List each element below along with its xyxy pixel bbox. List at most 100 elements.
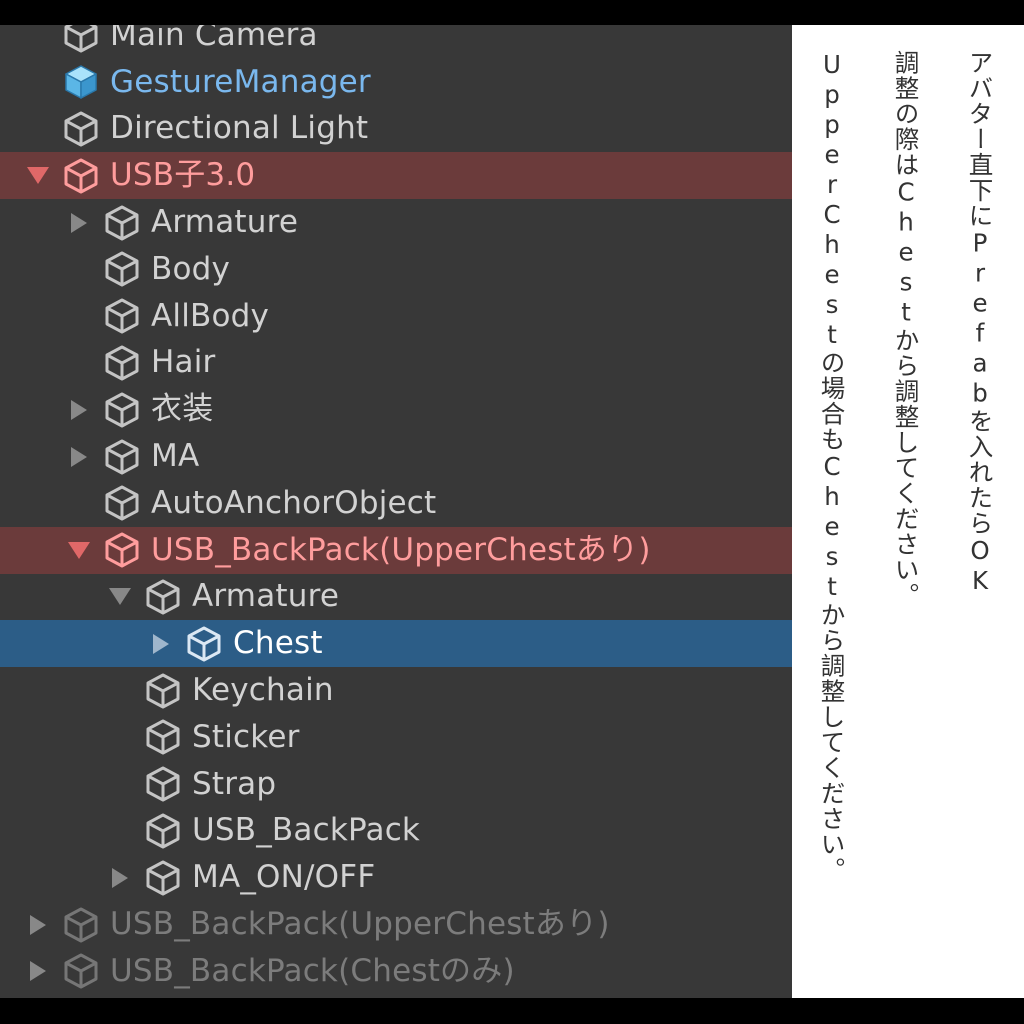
foldout-toggle [66,301,92,331]
hierarchy-row-keychain[interactable]: Keychain [0,667,792,714]
hierarchy-row-label: USB_BackPack(UpperChestあり) [110,906,610,943]
hierarchy-row-label: Armature [151,204,299,241]
gameobject-cube-icon [105,485,139,521]
triangle-down-icon[interactable] [27,167,49,185]
hierarchy-row-ma[interactable]: MA [0,433,792,480]
triangle-right-icon[interactable] [71,446,87,467]
triangle-right-icon[interactable] [30,914,46,935]
hierarchy-row-body[interactable]: Body [0,246,792,293]
gameobject-cube-icon [105,298,139,334]
gameobject-cube-icon [146,719,180,755]
hierarchy-row-label: Hair [151,344,216,381]
hierarchy-row-sticker[interactable]: Sticker [0,714,792,761]
gameobject-cube-icon [64,953,98,989]
hierarchy-row-main-camera[interactable]: Main Camera [0,25,792,59]
foldout-toggle[interactable] [66,442,92,472]
hierarchy-row-label: MA [151,438,200,475]
triangle-right-icon[interactable] [30,961,46,982]
foldout-toggle [107,769,133,799]
hierarchy-row-label: MA_ON/OFF [192,859,376,896]
hierarchy-row-directional-light[interactable]: Directional Light [0,106,792,153]
hierarchy-row-armature[interactable]: Armature [0,199,792,246]
gameobject-cube-icon [64,25,98,53]
hierarchy-row-label: Chest [233,625,323,662]
triangle-right-icon[interactable] [153,633,169,654]
gameobject-cube-icon [187,626,221,662]
gameobject-cube-icon [64,111,98,147]
foldout-toggle[interactable] [107,863,133,893]
gameobject-cube-icon [105,392,139,428]
hierarchy-row-label: AllBody [151,297,270,334]
foldout-toggle[interactable] [66,208,92,238]
hierarchy-row-usb-backpack-chest[interactable]: USB_BackPack(Chestのみ) [0,948,792,995]
gameobject-cube-icon [105,439,139,475]
hierarchy-row-label: USB_BackPack(UpperChestあり) [151,531,651,568]
note-line-1: アバター直下にPrefabを入れたらOK [965,50,995,596]
hierarchy-row-label: USB_BackPack [192,812,421,849]
hierarchy-row-usb-3-0[interactable]: USB子3.0 [0,152,792,200]
hierarchy-row-label: Sticker [192,718,300,755]
hierarchy-row-label: Body [151,250,231,287]
triangle-right-icon[interactable] [71,212,87,233]
top-letterbox-bar [0,0,1024,25]
hierarchy-row-label: Strap [192,765,277,802]
hierarchy-row-label: GestureManager [110,63,371,100]
gameobject-cube-icon [105,345,139,381]
foldout-toggle[interactable] [66,535,92,565]
foldout-toggle [66,254,92,284]
gameobject-cube-icon [146,860,180,896]
hierarchy-row-gesturemanager[interactable]: GestureManager [0,59,792,106]
hierarchy-row-strap[interactable]: Strap [0,761,792,808]
gameobject-cube-icon [64,158,98,194]
triangle-right-icon[interactable] [71,399,87,420]
hierarchy-row-autoanchorobject[interactable]: AutoAnchorObject [0,480,792,527]
gameobject-cube-icon [146,673,180,709]
hierarchy-row-usb-backpack-upperchest[interactable]: USB_BackPack(UpperChestあり) [0,901,792,948]
foldout-toggle [25,25,51,50]
hierarchy-row-item[interactable]: 衣装 [0,386,792,433]
hierarchy-row-usb-backpack[interactable]: USB_BackPack [0,808,792,855]
note-line-3: UpperChestの場合もChestから調整してください。 [817,50,847,883]
hierarchy-row-armature[interactable]: Armature [0,574,792,621]
hierarchy-row-label: Keychain [192,672,334,709]
gameobject-cube-icon [146,813,180,849]
foldout-toggle [66,488,92,518]
foldout-toggle[interactable] [107,582,133,612]
gameobject-cube-icon [105,532,139,568]
hierarchy-row-usb-backpack-upperchest[interactable]: USB_BackPack(UpperChestあり) [0,526,792,574]
gameobject-cube-icon [105,251,139,287]
hierarchy-row-label: USB_BackPack(Chestのみ) [110,952,515,989]
foldout-toggle [107,676,133,706]
foldout-toggle [25,114,51,144]
gameobject-cube-icon [105,205,139,241]
foldout-toggle[interactable] [148,629,174,659]
gameobject-cube-icon [65,65,97,99]
foldout-toggle[interactable] [25,910,51,940]
triangle-down-icon[interactable] [109,588,131,606]
hierarchy-row-label: Main Camera [110,25,318,53]
foldout-toggle [107,722,133,752]
instruction-note-panel: アバター直下にPrefabを入れたらOK 調整の際はChestから調整してくださ… [792,25,1024,998]
hierarchy-row-label: 衣装 [151,391,214,428]
hierarchy-row-allbody[interactable]: AllBody [0,293,792,340]
hierarchy-row-chest[interactable]: Chest [0,620,792,668]
foldout-toggle [66,348,92,378]
hierarchy-row-hair[interactable]: Hair [0,340,792,387]
bottom-letterbox-bar [0,998,1024,1024]
hierarchy-row-ma-on-off[interactable]: MA_ON/OFF [0,854,792,901]
foldout-toggle [107,816,133,846]
gameobject-cube-icon [64,907,98,943]
foldout-toggle[interactable] [66,395,92,425]
gameobject-cube-icon [146,766,180,802]
hierarchy-row-label: Directional Light [110,110,369,147]
foldout-toggle[interactable] [25,161,51,191]
note-line-2: 調整の際はChestから調整してください。 [891,50,921,608]
hierarchy-row-label: Armature [192,578,340,615]
triangle-right-icon[interactable] [112,867,128,888]
hierarchy-row-label: AutoAnchorObject [151,484,437,521]
foldout-toggle[interactable] [25,956,51,986]
triangle-down-icon[interactable] [68,541,90,559]
